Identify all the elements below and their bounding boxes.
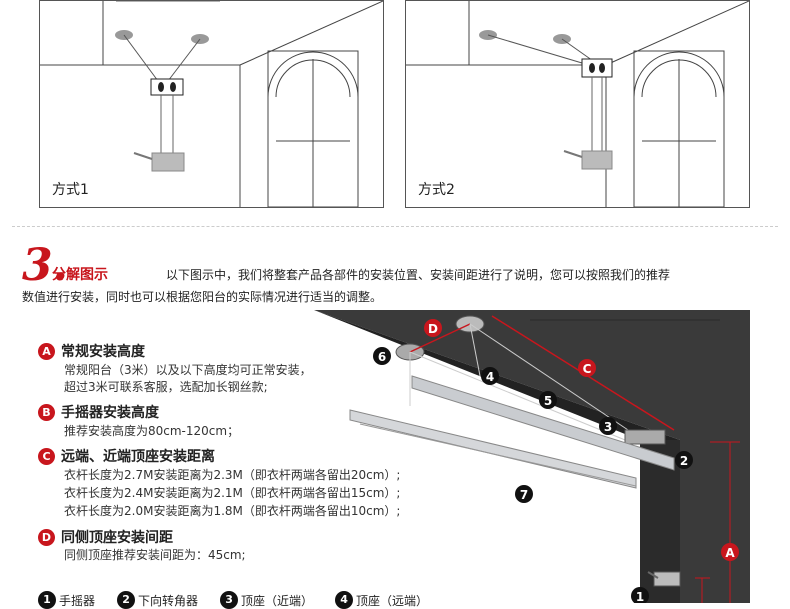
svg-text:C: C — [583, 362, 592, 376]
section-divider — [12, 226, 778, 227]
svg-text:1: 1 — [636, 590, 644, 603]
section-c-line-2: 衣杆长度为2.4M安装距离为2.1M（即衣杆两端各留出15cm）; — [64, 486, 401, 500]
section-a-line-2: 超过3米可联系客服，选配加长钢丝款; — [64, 380, 268, 394]
section-a-line-1: 常规阳台（3米）以及以下高度均可正常安装， — [64, 363, 312, 377]
section-c-badge: C — [38, 447, 55, 465]
section-d-badge: D — [38, 528, 55, 546]
callout-3: 3 — [599, 417, 617, 435]
install-method-2-illustration — [406, 1, 749, 207]
step-number: 3. — [22, 240, 68, 291]
step-title: 分解图示 — [52, 267, 108, 283]
install-method-2-panel: 方式2 — [405, 0, 750, 208]
section-c-line-1: 衣杆长度为2.7M安装距离为2.3M（即衣杆两端各留出20cm）; — [64, 468, 401, 482]
section-c-title: C 远端、近端顶座安装距离 — [38, 446, 215, 466]
callout-1: 1 — [631, 587, 649, 603]
callout-4: 4 — [481, 367, 499, 385]
intro-line-2: 数值进行安装，同时也可以根据您阳台的实际情况进行适当的调整。 — [22, 290, 383, 304]
svg-text:4: 4 — [486, 370, 494, 384]
method-2-label: 方式2 — [418, 182, 455, 198]
svg-text:A: A — [725, 546, 735, 560]
svg-text:5: 5 — [544, 394, 552, 408]
svg-text:D: D — [428, 322, 438, 336]
callout-a: A — [721, 543, 739, 561]
section-c-line-3: 衣杆长度为2.0M安装距离为1.8M（即衣杆两端各留出10cm）; — [64, 504, 401, 518]
intro-line-1: 以下图示中，我们将整套产品各部件的安装位置、安装间距进行了说明，您可以按照我们的… — [166, 268, 671, 282]
svg-text:6: 6 — [378, 350, 386, 364]
section-b-badge: B — [38, 403, 55, 421]
svg-text:7: 7 — [520, 488, 528, 502]
svg-text:2: 2 — [680, 454, 688, 468]
install-method-1-illustration — [40, 1, 383, 207]
callout-6: 6 — [373, 347, 391, 365]
section-d-line-1: 同侧顶座推荐安装间距为：45cm; — [64, 548, 246, 562]
callout-c: C — [578, 359, 596, 377]
method-1-label: 方式1 — [52, 182, 89, 198]
svg-text:3: 3 — [604, 420, 612, 434]
section-b-title: B 手摇器安装高度 — [38, 402, 159, 422]
exploded-diagram: D C A 1 2 3 4 5 6 7 — [314, 310, 750, 603]
section-b-line-1: 推荐安装高度为80cm-120cm； — [64, 424, 240, 438]
callout-d: D — [424, 319, 442, 337]
section-a-badge: A — [38, 342, 55, 360]
callout-7: 7 — [515, 485, 533, 503]
install-method-1-panel: 方式1 — [39, 0, 384, 208]
callout-5: 5 — [539, 391, 557, 409]
section-d-title: D 同侧顶座安装间距 — [38, 527, 173, 547]
section-a-title: A 常规安装高度 — [38, 341, 145, 361]
callout-2: 2 — [675, 451, 693, 469]
